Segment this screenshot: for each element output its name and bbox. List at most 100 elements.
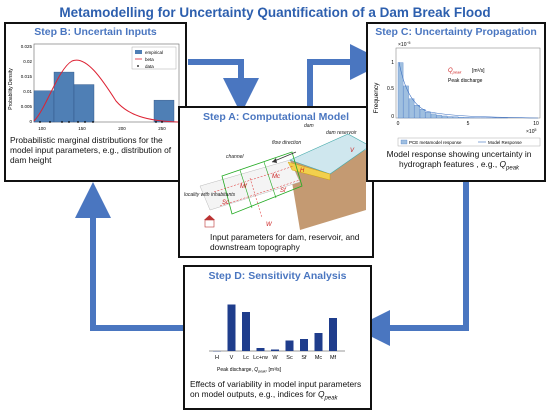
svg-text:PCE metamodel response: PCE metamodel response xyxy=(409,140,462,145)
sensitivity-tick-3: Lc+rw xyxy=(253,355,268,361)
step-d-title: Step D: Sensitivity Analysis xyxy=(208,270,347,282)
label-Mf: Mf xyxy=(240,184,248,190)
svg-text:0: 0 xyxy=(29,119,32,124)
sensitivity-tick-4: W xyxy=(272,355,278,361)
step-b-panel: Step B: Uncertain Inputs Probability Den… xyxy=(4,22,187,182)
step-b-xticks: 100 150 200 250 xyxy=(38,126,166,131)
step-c-caption-var: Q xyxy=(499,159,507,169)
svg-text:10: 10 xyxy=(533,121,539,127)
response-hist-bar xyxy=(463,117,470,119)
response-hist-bar xyxy=(430,113,437,119)
svg-text:150: 150 xyxy=(78,126,86,131)
step-c-title: Step C: Uncertainty Propagation xyxy=(375,26,537,38)
step-a-panel: Step A: Computational Model dam dam rese… xyxy=(178,106,374,258)
step-b-ylabel: Probability Density xyxy=(8,68,14,110)
svg-text:empirical: empirical xyxy=(145,50,163,55)
label-H: H xyxy=(300,168,305,174)
step-b-histogram: Probability Density 0.025 0.02 0.015 0.0… xyxy=(8,43,180,131)
response-hist-bar xyxy=(436,114,442,119)
response-hist-bar xyxy=(419,109,426,119)
sensitivity-bar-Lc+rw xyxy=(256,348,265,351)
sensitivity-bar-Sc xyxy=(285,340,294,351)
step-b-data-points xyxy=(39,121,163,123)
label-dam: dam xyxy=(304,123,314,129)
svg-text:200: 200 xyxy=(118,126,126,131)
svg-text:0.005: 0.005 xyxy=(21,104,33,109)
step-b-yticks: 0.025 0.02 0.015 0.01 0.005 0 xyxy=(21,44,33,124)
svg-text:5: 5 xyxy=(467,121,470,127)
channel-outline xyxy=(221,151,303,215)
step-c-bars xyxy=(397,62,508,119)
svg-text:100: 100 xyxy=(38,126,46,131)
label-reservoir: dam reservoir xyxy=(326,130,357,136)
svg-text:Model Response: Model Response xyxy=(488,140,522,145)
sensitivity-bar-Mf xyxy=(329,318,337,351)
step-b-bars xyxy=(33,71,175,123)
svg-text:0.025: 0.025 xyxy=(21,44,33,49)
label-V: V xyxy=(350,148,355,154)
label-locality: locality with inhabitants xyxy=(184,192,236,198)
label-flow: flow direction xyxy=(272,140,301,146)
sensitivity-tick-8: Mf xyxy=(330,355,337,361)
beta-curve xyxy=(33,59,179,123)
svg-text:0.01: 0.01 xyxy=(23,89,32,94)
response-hist-bar xyxy=(458,116,464,119)
house-icon xyxy=(204,215,215,228)
step-c-ylabel: Frequency xyxy=(373,82,380,113)
svg-text:0.015: 0.015 xyxy=(21,74,33,79)
svg-text:0.02: 0.02 xyxy=(23,59,32,64)
sensitivity-tick-7: Mc xyxy=(315,355,323,361)
arrow-a-to-c xyxy=(307,44,386,112)
step-c-y-exponent: ×10−5 xyxy=(398,41,411,48)
step-c-caption: Model response showing uncertainty in hy… xyxy=(386,149,532,172)
step-d-xlabel: Peak discharge, Qpeak, [m³/s] xyxy=(217,367,282,373)
step-a-title: Step A: Computational Model xyxy=(202,111,350,123)
sensitivity-tick-0: H xyxy=(215,355,219,361)
response-hist-bar xyxy=(408,98,415,119)
label-Sf: Sf xyxy=(280,188,287,194)
step-c-yticks: 1 0.5 0 xyxy=(387,60,394,120)
step-b-title: Step B: Uncertain Inputs xyxy=(34,26,157,38)
sensitivity-bar-V xyxy=(227,304,236,351)
response-hist-bar xyxy=(414,105,420,119)
step-d-panel: Step D: Sensitivity Analysis H V Lc Lc+rw W S… xyxy=(183,265,372,410)
arrow-b-to-a xyxy=(188,59,259,114)
arrow-c-to-d xyxy=(354,182,469,346)
svg-text:0: 0 xyxy=(391,114,394,120)
response-hist-bar xyxy=(425,112,431,119)
step-a-caption: Input parameters for dam, reservoir, and… xyxy=(210,232,360,252)
svg-text:0.5: 0.5 xyxy=(387,86,394,92)
svg-text:1: 1 xyxy=(391,60,394,66)
svg-text:0: 0 xyxy=(397,121,400,127)
terrain-top xyxy=(199,159,301,211)
step-b-caption: Probabilistic marginal distributions for… xyxy=(10,135,172,165)
sensitivity-bar-Lc xyxy=(242,312,250,351)
label-Sc: Sc xyxy=(222,200,229,206)
response-hist-bar xyxy=(447,116,453,119)
sensitivity-tick-5: Sc xyxy=(286,355,293,361)
step-c-panel: Step C: Uncertainty Propagation Frequenc… xyxy=(366,22,546,182)
response-hist-bar xyxy=(397,62,404,119)
step-d-bars xyxy=(213,304,337,352)
label-W: W xyxy=(266,222,273,228)
sensitivity-bar-Sf xyxy=(300,339,308,351)
sensitivity-tick-6: Sf xyxy=(301,355,307,361)
step-c-xticks: 0 5 10 xyxy=(397,121,539,127)
svg-text:beta: beta xyxy=(145,57,154,62)
input-hist-bar xyxy=(153,99,175,123)
step-c-histogram: Frequency ×10−5 1 0.5 0 Qpeak [m³/s] Pea… xyxy=(373,41,541,147)
svg-text:250: 250 xyxy=(158,126,166,131)
response-hist-bar xyxy=(452,116,459,119)
page-title: Metamodelling for Uncertainty Quantifica… xyxy=(59,5,491,20)
step-c-x-exponent: ×105 xyxy=(526,128,536,135)
step-d-bar-chart: H V Lc Lc+rw W Sc Sf Mc Mf Peak discharge, Qpeak… xyxy=(209,304,345,373)
sensitivity-tick-2: Lc xyxy=(243,355,249,361)
step-c-annotation-var: Qpeak xyxy=(448,68,462,75)
step-b-legend: empirical beta data xyxy=(131,46,177,70)
sensitivity-tick-1: V xyxy=(230,355,234,361)
step-d-caption: Effects of variability in model input pa… xyxy=(190,379,362,402)
arrow-d-to-b xyxy=(75,182,183,331)
step-c-legend: PCE metamodel response Model Response xyxy=(397,137,541,147)
sensitivity-bar-Mc xyxy=(314,333,323,351)
input-hist-bar xyxy=(73,84,95,123)
